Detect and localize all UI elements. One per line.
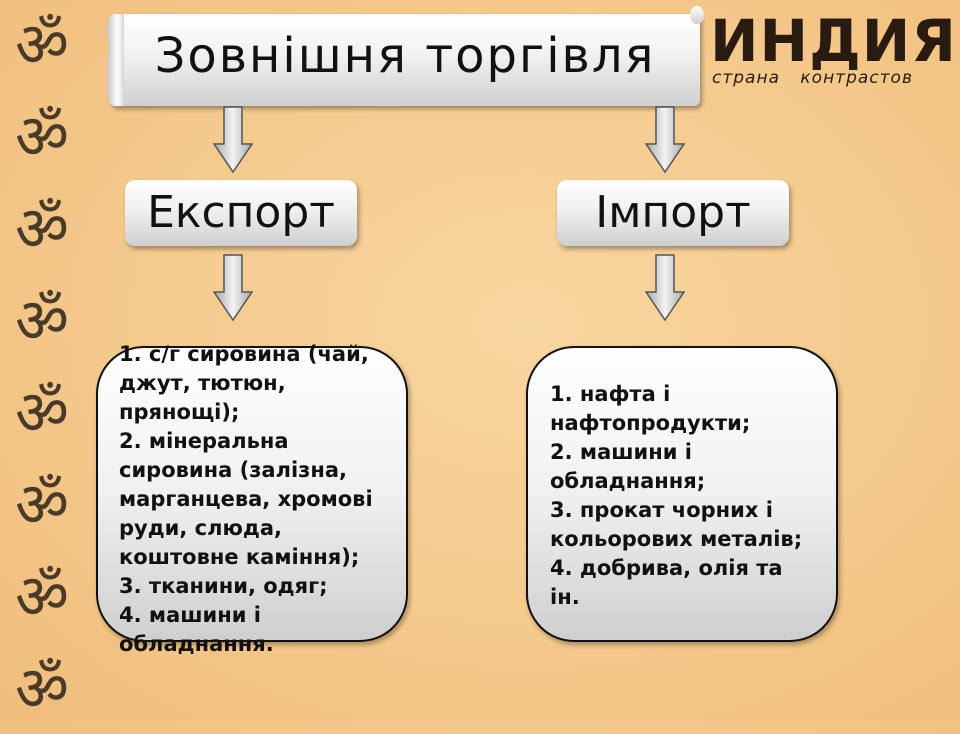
list-item: руди, слюда, [119,516,283,540]
om-icon: ॐ [15,8,69,81]
list-item: 1. нафта і [550,382,671,406]
list-item: 2. мінеральна [119,429,289,453]
arrow-down-icon [645,106,685,174]
om-icon: ॐ [15,560,69,633]
arrow-down-icon [213,254,253,322]
list-item: прянощі); [119,400,240,424]
export-list-box [96,346,408,642]
list-item: 3. тканини, одяг; [119,574,328,598]
arrow-down-icon [645,254,685,322]
om-symbol-strip: ॐ ॐ ॐ ॐ ॐ ॐ ॐ ॐ [0,0,80,725]
list-item: сировина (залізна, [119,458,348,482]
logo-subtitle: страна контрастов [712,68,913,88]
logo-main-text: ИНДИЯ [710,7,957,75]
om-icon: ॐ [15,192,69,265]
list-item: обладнання; [550,469,706,493]
list-item: коштовне каміння); [119,545,360,569]
list-item: ін. [550,585,580,609]
page-title: Зовнішня торгівля [154,28,656,84]
export-list: 1. с/г сировина (чай, джут, тютюн, пряно… [119,340,373,659]
india-logo: ИНДИЯ страна контрастов [706,6,956,96]
list-item: кольорових металів; [550,527,803,551]
om-icon: ॐ [15,100,69,173]
list-item: 2. машини і [550,440,692,464]
list-item: 1. с/г сировина (чай, [119,342,369,366]
import-list-box [526,346,838,642]
om-icon: ॐ [15,376,69,449]
import-list: 1. нафта і нафтопродукти; 2. машини і об… [550,380,802,612]
title-scroll-banner: Зовнішня торгівля [108,6,704,106]
list-item: обладнання. [119,632,274,656]
list-item: 3. прокат чорних і [550,498,773,522]
export-heading-box: Експорт [125,180,357,246]
list-item: нафтопродукти; [550,411,751,435]
export-heading: Експорт [147,187,335,238]
list-item: 4. добрива, олія та [550,556,783,580]
list-item: джут, тютюн, [119,371,286,395]
om-icon: ॐ [15,468,69,541]
list-item: 4. машини і [119,603,261,627]
om-icon: ॐ [15,652,69,725]
arrow-down-icon [213,106,253,174]
list-item: марганцева, хромові [119,487,373,511]
om-icon: ॐ [15,284,69,357]
import-heading: Імпорт [595,187,751,238]
import-heading-box: Імпорт [557,180,789,246]
